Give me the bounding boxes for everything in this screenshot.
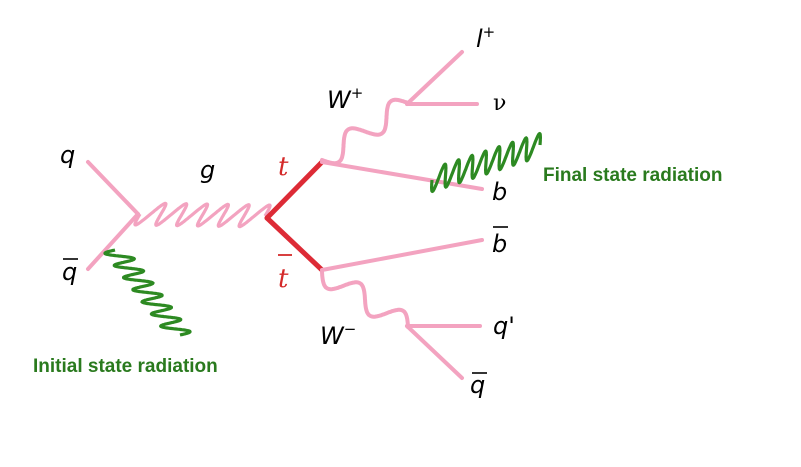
b-quark-line xyxy=(320,160,484,191)
label-lepton: l+ xyxy=(476,23,495,53)
label-qbar-in: q xyxy=(62,258,77,286)
incoming-quark-line xyxy=(86,160,140,216)
label-antitop: t xyxy=(278,264,289,294)
label-gluon: g xyxy=(200,156,215,184)
final-state-radiation-gluon xyxy=(430,131,542,194)
label-bbar: b xyxy=(492,230,507,258)
caption-final-state-radiation: Final state radiation xyxy=(543,165,722,186)
label-q-prime: q' xyxy=(493,312,515,340)
b-bar-quark-line xyxy=(320,238,484,272)
initial-state-radiation-gluon xyxy=(103,248,192,337)
label-top: t xyxy=(278,152,289,182)
label-w-minus: W− xyxy=(320,320,356,350)
top-quark-line xyxy=(264,159,325,221)
label-w-plus: W+ xyxy=(327,84,363,114)
w-minus-boson-line xyxy=(320,270,410,329)
label-b: b xyxy=(492,178,507,206)
lepton-line xyxy=(405,50,464,106)
label-neutrino: ν xyxy=(493,91,506,116)
gluon-propagator xyxy=(133,201,272,229)
label-q-in: q xyxy=(60,141,75,169)
incoming-antiquark-line xyxy=(86,212,140,271)
label-qbar-out: q xyxy=(470,371,485,399)
w-plus-boson-line xyxy=(320,97,410,166)
antitop-quark-line xyxy=(264,215,325,273)
caption-initial-state-radiation: Initial state radiation xyxy=(33,356,218,377)
outgoing-antiquark-line xyxy=(405,324,464,380)
